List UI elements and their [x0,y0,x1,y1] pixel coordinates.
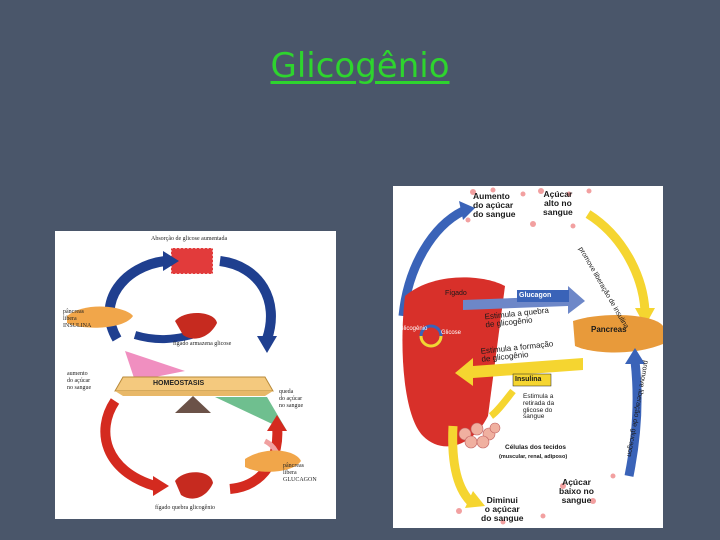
label-pancreas-insulin: pâncreas libera INSULINA [63,309,91,330]
slide-title: Glicogênio [0,46,720,86]
label-low-sugar: Açúcar baixo no sangue [559,478,594,505]
label-absorption: Absorção de glicose aumentada [151,236,227,243]
label-cells: Células dos tecidos [505,445,566,452]
label-pancreas: Pancreas [591,326,627,334]
label-figado: Fígado [445,290,467,297]
label-glucagon: Glucagon [519,292,551,299]
yellow-arrow-cells [491,391,513,416]
label-homeostasis: HOMEOSTASIS [153,380,204,387]
label-increase: aumento do açúcar no sangue [67,371,91,392]
label-increase: Aumento do açúcar do sangue [473,192,516,219]
label-glicose: Glicose [441,330,461,336]
homeostasis-diagram: Absorção de glicose aumentada pâncreas l… [55,231,336,519]
yellow-arrow-right [588,214,645,311]
blue-arrow-up [110,261,165,339]
label-insulina: Insulina [515,376,541,383]
blue-arrow-down [220,261,271,339]
fulcrum [175,396,211,413]
label-stim-uptake: Estimula a retirada da glicose do sangue [523,394,554,421]
label-drop: queda do açúcar no sangue [279,389,303,410]
label-high-sugar: Açúcar alto no sangue [543,190,573,217]
label-pancreas-glucagon: pâncreas libera GLUCAGON [283,463,317,484]
glucose-regulation-diagram: Aumento do açúcar do sangue Açúcar alto … [393,186,663,528]
red-arrow-down [105,401,155,486]
label-decrease: Diminui o açúcar do sangue [481,496,524,523]
liver-bottom [175,472,213,498]
label-cells-sub: (muscular, renal, adiposo) [499,455,567,461]
label-glicogenio: Glicogênio [399,326,427,332]
label-liver-break: fígado quebra glicogênio [155,505,215,512]
label-liver-store: fígado armazena glicose [173,341,231,348]
